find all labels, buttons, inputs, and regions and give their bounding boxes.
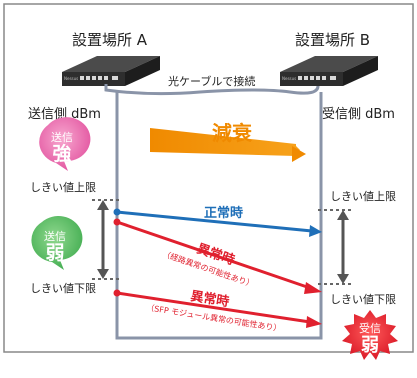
send-strong-bubble: 送信 強 (39, 117, 91, 171)
normal-signal-line (113, 208, 322, 237)
left-lower-threshold-label: しきい値下限 (30, 282, 96, 295)
right-lower-threshold-label: しきい値下限 (330, 293, 396, 306)
send-strong-top: 送信 (51, 130, 73, 144)
send-strong-bottom: 強 (52, 143, 71, 165)
left-upper-threshold-label: しきい値上限 (30, 181, 96, 194)
device-a-brand: Nessus (64, 76, 78, 81)
device-b-brand: Nessus (282, 76, 296, 81)
send-weak-top: 送信 (44, 229, 66, 243)
attenuation-label: 減衰 (212, 121, 253, 145)
normal-label: 正常時 (204, 205, 243, 221)
recv-weak-top: 受信 (359, 322, 381, 335)
left-range-arrow (97, 200, 109, 279)
attenuation-wedge (150, 128, 300, 156)
optical-cable (104, 84, 320, 96)
device-b-icon: Nessus (280, 56, 378, 86)
receive-weak-burst: 受信 弱 (342, 310, 398, 360)
device-a-icon: Nessus (62, 56, 160, 86)
send-side-label: 送信側 dBm (28, 107, 101, 122)
recv-weak-bottom: 弱 (361, 335, 379, 356)
receive-side-label: 受信側 dBm (322, 107, 395, 122)
send-weak-bubble: 送信 弱 (31, 216, 83, 270)
abnormal-sfp-label: 異常時 (189, 288, 230, 310)
abnormal-path-signal-line (113, 218, 322, 294)
cable-label: 光ケーブルで接続 (168, 74, 255, 88)
attenuation-arrowhead (292, 146, 306, 162)
location-b-label: 設置場所 B (295, 31, 370, 49)
right-upper-threshold-label: しきい値上限 (330, 190, 396, 203)
location-a-label: 設置場所 A (72, 31, 148, 49)
abnormal-sfp-signal-line (113, 289, 322, 328)
send-weak-bottom: 弱 (45, 242, 64, 264)
right-range-arrow (337, 210, 349, 284)
